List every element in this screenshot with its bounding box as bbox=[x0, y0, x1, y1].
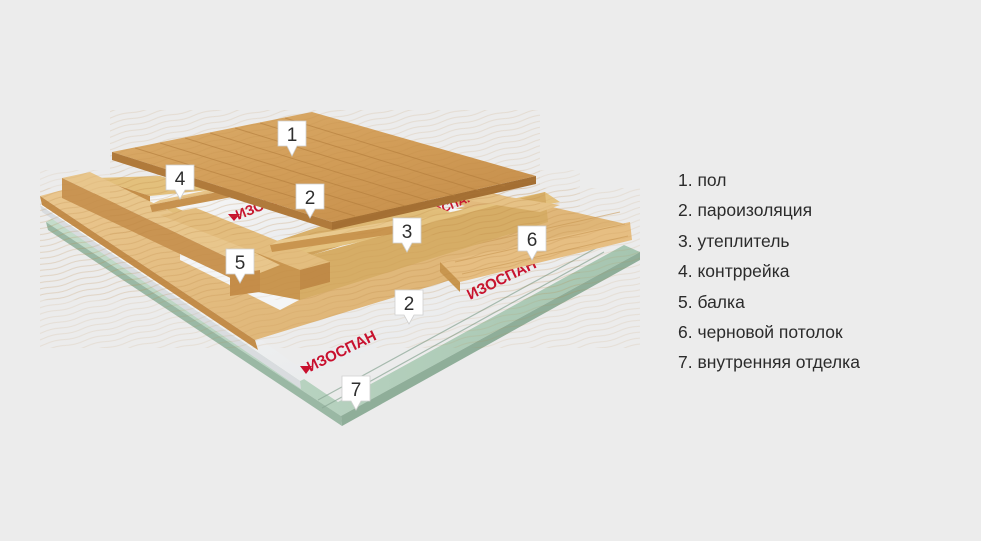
callout-5: 5 bbox=[225, 248, 255, 284]
legend-item-insulation: 3. утеплитель bbox=[678, 230, 790, 251]
legend-item-rough-ceiling: 6. черновой потолок bbox=[678, 321, 843, 342]
callout-2-upper: 2 bbox=[295, 183, 325, 219]
callout-4: 4 bbox=[165, 164, 195, 200]
svg-text:2: 2 bbox=[404, 294, 415, 315]
callout-2-lower: 2 bbox=[394, 289, 424, 325]
legend-item-vapour-barrier: 2. пароизоляция bbox=[678, 200, 813, 221]
callout-7: 7 bbox=[341, 375, 371, 411]
callout-6: 6 bbox=[517, 225, 547, 261]
svg-text:3: 3 bbox=[402, 222, 413, 243]
layer-legend: 1. пол 2. пароизоляция 3. утеплитель 4. … bbox=[678, 166, 860, 379]
legend-item-interior-finish: 7. внутренняя отделка bbox=[678, 352, 860, 373]
svg-text:2: 2 bbox=[305, 188, 316, 209]
svg-text:1: 1 bbox=[287, 125, 298, 146]
svg-text:7: 7 bbox=[351, 380, 362, 401]
svg-text:6: 6 bbox=[527, 230, 538, 251]
callout-1: 1 bbox=[277, 120, 307, 157]
svg-text:4: 4 bbox=[175, 169, 186, 190]
legend-item-counter-batten: 4. контррейка bbox=[678, 261, 790, 282]
brand-logo-lower bbox=[300, 366, 312, 374]
svg-text:5: 5 bbox=[235, 253, 246, 274]
legend-item-floor: 1. пол bbox=[678, 170, 727, 190]
legend-item-beam: 5. балка bbox=[678, 291, 745, 312]
callout-3: 3 bbox=[392, 217, 422, 253]
